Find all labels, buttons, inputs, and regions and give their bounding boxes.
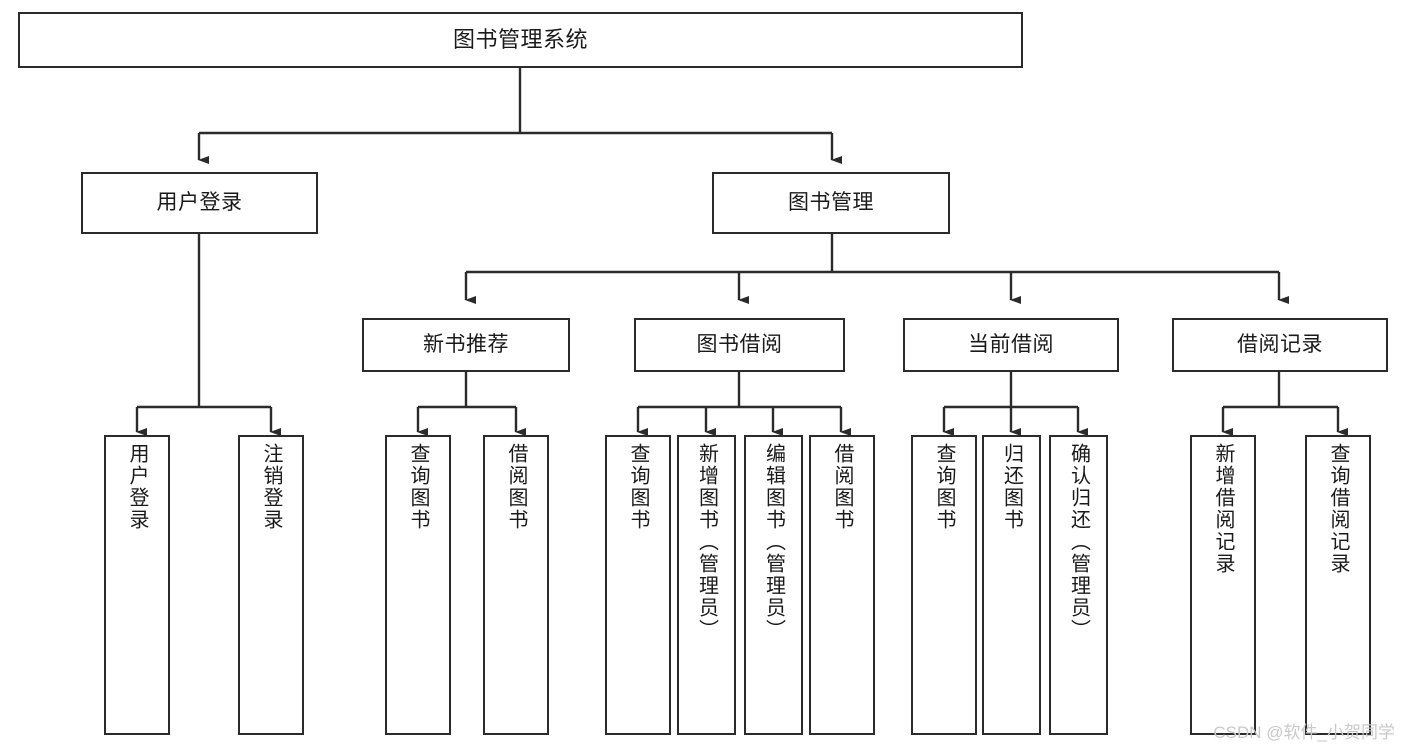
node-label: 借阅图书 [505,443,527,531]
node-label: 归还图书 [1000,443,1023,531]
node-label: 借阅图书 [831,443,853,531]
node-label: 用户登录 [126,443,148,531]
node-label: 图书管理 [788,190,874,214]
edge-bookmanage-to-level3 [464,234,1289,304]
node-root-system[interactable]: 图书管理系统 [18,12,1023,68]
edge-bookborrow-to-leaves [636,372,851,436]
node-leaf-borrow-book-2[interactable]: 借阅图书 [809,435,875,735]
node-leaf-add-borrow-record[interactable]: 新增借阅记录 [1190,435,1256,735]
node-label: 当前借阅 [968,332,1054,356]
node-label: 图书借阅 [696,332,783,356]
node-leaf-edit-book[interactable]: 编辑图书（管理员） [744,435,803,735]
node-label: 确认归还（管理员） [1067,443,1090,641]
node-label: 用户登录 [156,190,243,214]
watermark-text: CSDN @软件_小贺同学 [1213,723,1395,742]
node-label: 借阅记录 [1237,332,1323,356]
node-label: 图书管理系统 [452,27,588,53]
edge-newbookrec-to-leaves [416,372,526,436]
node-label: 查询图书 [627,443,649,531]
node-leaf-user-logout[interactable]: 注销登录 [238,435,304,735]
node-leaf-add-book[interactable]: 新增图书（管理员） [677,435,736,735]
node-label: 查询图书 [933,443,955,531]
node-label: 新增图书（管理员） [695,443,718,641]
edge-userlogin-to-leaves [135,234,281,436]
edge-root-to-level2 [197,68,842,164]
edge-borrowrecord-to-leaves [1221,372,1348,436]
node-label: 查询借阅记录 [1327,443,1349,575]
node-label: 注销登录 [260,443,282,531]
node-book-manage[interactable]: 图书管理 [712,172,950,234]
node-leaf-return-book[interactable]: 归还图书 [982,435,1041,735]
node-book-borrow[interactable]: 图书借阅 [634,318,845,372]
node-label: 新书推荐 [423,332,509,356]
node-user-login[interactable]: 用户登录 [81,172,318,234]
node-leaf-user-login[interactable]: 用户登录 [104,435,170,735]
node-label: 查询图书 [407,443,429,531]
node-label: 编辑图书（管理员） [762,443,785,641]
node-leaf-query-book-2[interactable]: 查询图书 [605,435,671,735]
node-leaf-query-borrow-record[interactable]: 查询借阅记录 [1305,435,1371,735]
node-new-book-recommend[interactable]: 新书推荐 [362,318,570,372]
node-leaf-query-book-1[interactable]: 查询图书 [385,435,451,735]
node-label: 新增借阅记录 [1212,443,1234,575]
node-current-borrow[interactable]: 当前借阅 [903,318,1119,372]
node-leaf-borrow-book-1[interactable]: 借阅图书 [483,435,549,735]
node-borrow-record[interactable]: 借阅记录 [1172,318,1388,372]
node-leaf-confirm-return[interactable]: 确认归还（管理员） [1049,435,1108,735]
node-leaf-query-book-3[interactable]: 查询图书 [911,435,977,735]
edge-currentborrow-to-leaves [942,372,1088,436]
